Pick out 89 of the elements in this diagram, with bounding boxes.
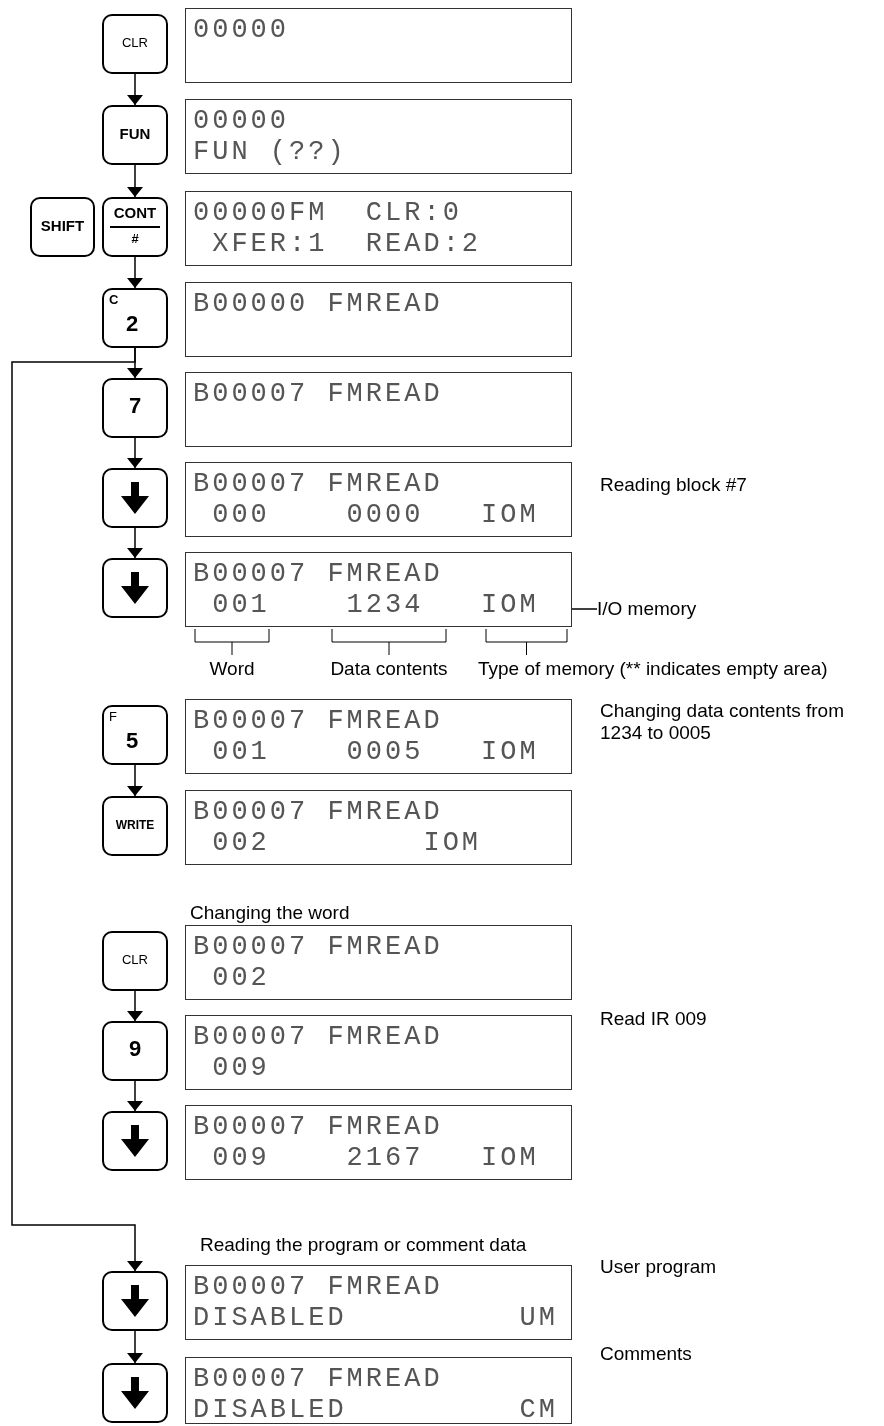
lcd-display xyxy=(185,552,572,627)
arrow xyxy=(127,256,143,289)
side-note: Read IR 009 xyxy=(600,1008,708,1030)
side-note: Reading block #7 xyxy=(600,474,748,496)
key-label: WRITE xyxy=(114,818,156,831)
keypad-key xyxy=(102,1271,168,1331)
display-text: 001 0005 IOM xyxy=(211,737,539,768)
lcd-display xyxy=(185,191,572,266)
keypad-key xyxy=(102,558,168,618)
side-note: Comments xyxy=(600,1343,693,1365)
display-text: B00007 FMREAD xyxy=(193,1272,443,1303)
side-note: User program xyxy=(600,1256,718,1278)
key-label: F xyxy=(109,710,117,724)
note-text: Changing the word xyxy=(190,902,350,924)
callout-text: I/O memory xyxy=(597,598,697,619)
display-text: FUN (??) xyxy=(193,137,347,168)
lcd-display xyxy=(185,372,572,447)
key-label: CLR xyxy=(121,36,149,50)
lcd-display xyxy=(185,925,572,1000)
keypad-key xyxy=(102,468,168,528)
key-label: SHIFT xyxy=(39,218,86,233)
arrow xyxy=(127,1080,143,1112)
display-text: DISABLED CM xyxy=(193,1395,558,1426)
keypad-key xyxy=(102,931,168,991)
display-text: B00007 FMREAD xyxy=(193,1364,443,1395)
keypad-key xyxy=(102,105,168,165)
key-label: 7 xyxy=(127,394,143,417)
leader-line xyxy=(571,608,598,610)
arrow xyxy=(127,73,143,106)
arrow xyxy=(127,164,143,198)
display-text: 001 1234 IOM xyxy=(211,590,539,621)
lcd-display xyxy=(185,790,572,865)
key-label: CLR xyxy=(121,953,149,967)
key-label: FUN xyxy=(118,126,152,141)
display-text: B00007 FMREAD xyxy=(193,1022,443,1053)
arrow xyxy=(127,1330,143,1364)
display-text: 000 0000 IOM xyxy=(211,500,539,531)
display-text: B00007 FMREAD xyxy=(193,797,443,828)
lcd-display xyxy=(185,1015,572,1090)
display-text: B00000 FMREAD xyxy=(193,289,443,320)
display-text: DISABLED UM xyxy=(193,1303,558,1334)
arrow xyxy=(127,764,143,797)
display-text: 00000FM CLR:0 xyxy=(193,198,462,229)
key-label: 9 xyxy=(127,1037,143,1060)
lcd-display xyxy=(185,462,572,537)
note-text: Type of memory (** indicates empty area) xyxy=(478,658,828,680)
display-text: 00000 xyxy=(193,15,289,46)
lcd-display xyxy=(185,1265,572,1340)
keypad-key xyxy=(102,197,168,257)
lcd-display xyxy=(185,8,572,83)
keypad-key xyxy=(102,1021,168,1081)
key-label: 5 xyxy=(126,729,139,753)
display-text: B00007 FMREAD xyxy=(193,1112,443,1143)
key-label: 2 xyxy=(126,312,139,336)
arrow xyxy=(127,527,143,559)
lcd-display xyxy=(185,1357,572,1424)
keypad-key xyxy=(102,705,168,765)
side-note: Changing data contents from 1234 to 0005 xyxy=(600,700,845,744)
lcd-display xyxy=(185,282,572,357)
note-text: Data contents xyxy=(330,658,448,680)
display-text: 00000 xyxy=(193,106,289,137)
keypad-key xyxy=(102,1111,168,1171)
key-label: # xyxy=(130,231,140,247)
display-text: 002 xyxy=(211,963,270,994)
keypad-key xyxy=(102,14,168,74)
arrow xyxy=(127,990,143,1022)
key-label: C xyxy=(109,293,119,307)
display-text: B00007 FMREAD xyxy=(193,932,443,963)
arrow xyxy=(127,437,143,469)
display-text: B00007 FMREAD xyxy=(193,379,443,410)
lcd-display xyxy=(185,1105,572,1180)
key-label: CONT xyxy=(112,205,158,221)
note-text: Word xyxy=(209,658,255,680)
keypad-key xyxy=(30,197,95,257)
lcd-display xyxy=(185,699,572,774)
keypad-key xyxy=(102,1363,168,1423)
display-text: B00007 FMREAD xyxy=(193,469,443,500)
arrow xyxy=(11,347,143,1272)
display-text: 002 IOM xyxy=(211,828,482,859)
display-text: 009 2167 IOM xyxy=(211,1143,539,1174)
keypad-key xyxy=(102,796,168,856)
note-text: Reading the program or comment data xyxy=(200,1234,527,1256)
display-text: B00007 FMREAD xyxy=(193,706,443,737)
display-text: B00007 FMREAD xyxy=(193,559,443,590)
keypad-key xyxy=(102,378,168,438)
lcd-display xyxy=(185,99,572,174)
display-text: 009 xyxy=(211,1053,270,1084)
keypad-key xyxy=(102,288,168,348)
display-text: XFER:1 READ:2 xyxy=(211,229,482,260)
